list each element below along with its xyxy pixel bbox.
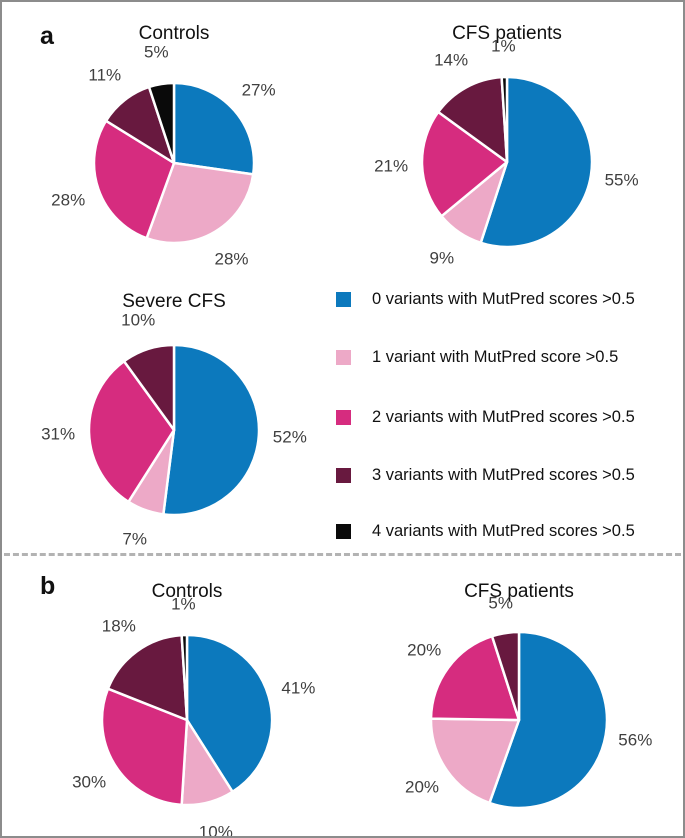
legend-item-label: 0 variants with MutPred scores >0.5 <box>372 289 635 308</box>
slice-label: 41% <box>281 678 316 698</box>
legend-swatch-icon <box>336 291 351 307</box>
slice-label: 18% <box>101 616 136 636</box>
pie-chart-b-cfs-patients <box>427 628 611 812</box>
slice-label: 9% <box>429 248 455 268</box>
slice-label: 5% <box>488 593 513 613</box>
legend-item-0-variants: 0 variants with MutPred scores >0.5 <box>336 290 635 308</box>
pie-slice <box>429 717 521 805</box>
pie-slice <box>87 359 176 504</box>
pie-slice <box>122 343 176 432</box>
chart-title-a-controls: Controls <box>138 23 210 44</box>
slice-label: 5% <box>144 42 169 62</box>
slice-label: 1% <box>171 594 196 614</box>
pie-chart-a-cfs-patients <box>418 73 596 251</box>
pie-slice <box>106 633 189 722</box>
slice-label: 27% <box>241 80 276 100</box>
slice-label: 10% <box>121 310 156 330</box>
legend-item-1-variant: 1 variant with MutPred score >0.5 <box>336 348 618 366</box>
pie-slice <box>180 633 189 722</box>
slice-label: 30% <box>72 772 107 792</box>
legend-item-3-variants: 3 variants with MutPred scores >0.5 <box>336 466 635 484</box>
slice-label: 31% <box>41 424 76 444</box>
panel-letter-a: a <box>40 22 54 50</box>
slice-label: 28% <box>51 190 86 210</box>
pie-chart-b-controls <box>98 631 276 809</box>
chart-title-a-cfs-patients: CFS patients <box>452 23 562 44</box>
legend-swatch-icon <box>336 467 351 483</box>
slice-label: 10% <box>198 822 233 838</box>
legend-item-label: 2 variants with MutPred scores >0.5 <box>372 407 635 426</box>
slice-label: 20% <box>404 777 440 797</box>
slice-label: 14% <box>434 50 469 70</box>
chart-title-b-cfs-patients: CFS patients <box>464 581 574 602</box>
pie-slice <box>147 81 176 165</box>
pie-slice <box>500 75 509 164</box>
pie-slice <box>429 634 521 722</box>
pie-chart-a-controls <box>90 79 258 247</box>
slice-label: 21% <box>374 156 409 176</box>
legend-item-label: 3 variants with MutPred scores >0.5 <box>372 465 635 484</box>
slice-label: 56% <box>618 730 653 750</box>
legend-item-4-variants: 4 variants with MutPred scores >0.5 <box>336 522 635 540</box>
slice-label: 28% <box>214 249 249 269</box>
legend-swatch-icon <box>336 409 351 425</box>
slice-label: 11% <box>88 65 122 85</box>
slice-label: 20% <box>407 640 442 660</box>
pie-chart-a-severe-cfs <box>85 341 263 519</box>
slice-label: 55% <box>604 170 639 190</box>
chart-title-b-controls: Controls <box>151 581 223 602</box>
pie-slice <box>490 630 521 722</box>
legend-swatch-icon <box>336 349 351 365</box>
slice-label: 52% <box>272 427 307 447</box>
slice-label: 7% <box>122 529 147 549</box>
panel-letter-b: b <box>40 572 56 600</box>
pie-slice <box>145 161 255 245</box>
slice-label: 1% <box>491 36 516 56</box>
legend-item-2-variants: 2 variants with MutPred scores >0.5 <box>336 408 635 426</box>
pie-slice <box>436 75 509 164</box>
pie-slice <box>479 75 594 249</box>
legend-item-label: 1 variant with MutPred score >0.5 <box>372 347 619 366</box>
pie-slice <box>92 119 176 240</box>
pie-slice <box>488 630 609 810</box>
panel-divider <box>4 553 681 556</box>
legend-swatch-icon <box>336 523 351 539</box>
pie-slice <box>420 110 509 218</box>
chart-title-a-severe-cfs: Severe CFS <box>122 291 226 312</box>
pie-slice <box>172 81 256 176</box>
pie-slice <box>162 343 261 517</box>
pie-slice <box>100 687 189 807</box>
legend-item-label: 4 variants with MutPred scores >0.5 <box>372 521 635 540</box>
